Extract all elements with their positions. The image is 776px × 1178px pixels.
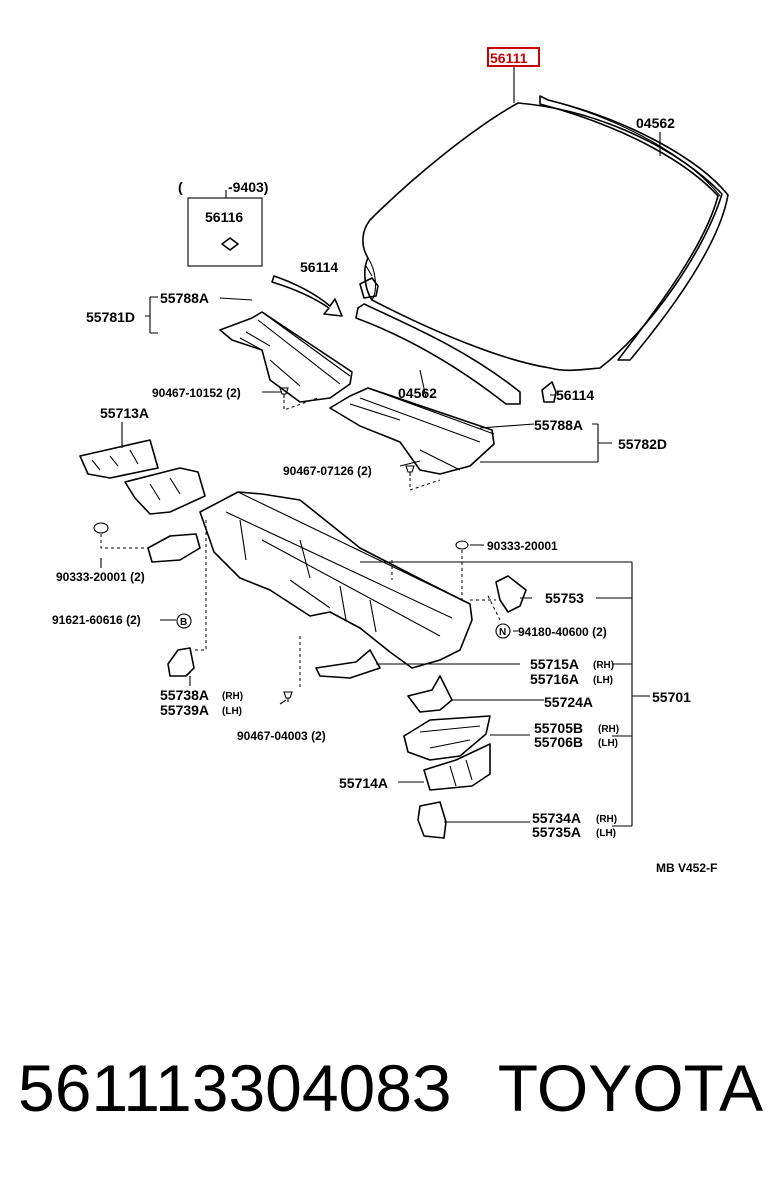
label-91621-60616: 91621-60616 (2)	[52, 613, 141, 627]
label-date-range: -9403)	[228, 179, 268, 195]
footer-brand: TOYOTA	[497, 1051, 763, 1125]
label-55701: 55701	[652, 689, 691, 705]
cowl-bracket-55714A[interactable]	[423, 743, 491, 791]
bolt-marker-b: B	[180, 617, 187, 628]
label-55735A-lh: (LH)	[596, 828, 616, 839]
clip-90333-left[interactable]	[93, 522, 109, 534]
label-56114-a: 56114	[300, 259, 338, 275]
label-55705B: 55705B	[534, 720, 583, 736]
footer-part-number: 56111330408З	[18, 1051, 452, 1125]
label-56111: 56111	[490, 50, 528, 66]
glass-stopper-right[interactable]	[541, 381, 557, 403]
label-55714A: 55714A	[339, 775, 388, 791]
label-55734A: 55734A	[532, 810, 581, 826]
label-90333-20001-a: 90333-20001 (2)	[56, 570, 145, 584]
cowl-side-panel-bracket[interactable]	[124, 467, 206, 515]
cowl-bracket-55715A[interactable]	[315, 649, 381, 679]
label-55734A-rh: (RH)	[596, 814, 617, 825]
spacer-detail-box	[187, 197, 263, 267]
label-90467-04003: 90467-04003 (2)	[237, 729, 326, 743]
windshield-glass[interactable]	[362, 102, 723, 372]
windshield-moulding-upper[interactable]	[539, 95, 729, 361]
label-94180-40600: 94180-40600 (2)	[518, 625, 607, 639]
cowl-side-panel-left[interactable]	[79, 439, 159, 479]
label-55782D: 55782D	[618, 436, 667, 452]
clip-90333-right[interactable]	[455, 540, 469, 550]
label-55706B-lh: (LH)	[598, 738, 618, 749]
label-55739A-lh: (LH)	[222, 706, 242, 717]
label-90333-20001-b: 90333-20001	[487, 539, 558, 553]
cowl-bracket-55724A[interactable]	[407, 675, 453, 713]
label-55788A-a: 55788A	[160, 290, 209, 306]
label-56116: 56116	[205, 209, 243, 225]
label-04562-top: 04562	[636, 115, 675, 131]
cowl-side-bracket-left[interactable]	[147, 533, 201, 563]
spacer-56116[interactable]	[221, 237, 239, 251]
label-55724A: 55724A	[544, 694, 593, 710]
label-ref-code: MB V452-F	[656, 861, 717, 875]
label-55738A-rh: (RH)	[222, 691, 243, 702]
cowl-bracket-55753[interactable]	[495, 575, 527, 613]
windshield-moulding-lower[interactable]	[355, 303, 521, 405]
label-55788A-b: 55788A	[534, 417, 583, 433]
label-55716A: 55716A	[530, 671, 579, 687]
label-04562-mid: 04562	[398, 385, 437, 401]
label-56114-b: 56114	[556, 387, 594, 403]
cowl-top-panel[interactable]	[199, 491, 473, 669]
label-55781D: 55781D	[86, 309, 135, 325]
label-55739A: 55739A	[160, 702, 209, 718]
glass-stopper-left[interactable]	[359, 277, 379, 299]
footer-caption: 56111330408З TOYOTA	[18, 1048, 763, 1128]
label-55715A-rh: (RH)	[593, 660, 614, 671]
label-55706B: 55706B	[534, 734, 583, 750]
label-55753: 55753	[545, 590, 584, 606]
cowl-bracket-55734A[interactable]	[417, 801, 447, 839]
nut-marker-n: N	[499, 627, 506, 638]
label-55716A-lh: (LH)	[593, 675, 613, 686]
cowl-reinforcement-55705B[interactable]	[403, 715, 491, 761]
label-90467-07126: 90467-07126 (2)	[283, 464, 372, 478]
cowl-louver-right[interactable]	[329, 387, 495, 475]
dashed-lines	[100, 397, 501, 690]
screw-90467-04003[interactable]	[283, 691, 293, 702]
label-55738A: 55738A	[160, 687, 209, 703]
assembly-arrow	[271, 275, 343, 317]
cowl-bracket-55738A[interactable]	[167, 647, 195, 677]
label-55705B-rh: (RH)	[598, 724, 619, 735]
screw-90467-07126[interactable]	[405, 465, 415, 476]
label-90467-10152: 90467-10152 (2)	[152, 386, 241, 400]
nut-94180[interactable]	[495, 623, 511, 639]
label-55715A: 55715A	[530, 656, 579, 672]
highlight-box	[487, 47, 540, 67]
cowl-louver-left[interactable]	[219, 311, 353, 403]
label-55735A: 55735A	[532, 824, 581, 840]
label-date-open: (	[178, 179, 183, 195]
bolt-91621[interactable]	[176, 613, 192, 629]
label-55713A: 55713A	[100, 405, 149, 421]
leader-lines	[100, 66, 661, 827]
